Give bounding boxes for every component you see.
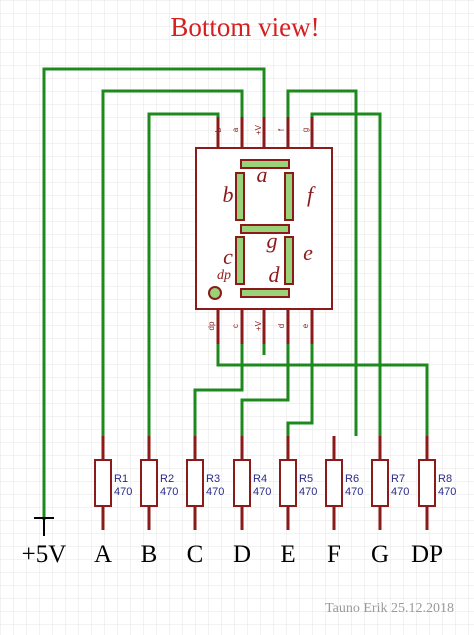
resistor-r2-value: 470 (160, 486, 178, 498)
resistor-r1-value: 470 (114, 486, 132, 498)
wire-A (101, 89, 244, 436)
segment-label-a: a (257, 162, 268, 187)
resistor-r5-value: 470 (299, 486, 317, 498)
resistor-r4: R4 470 (233, 436, 271, 530)
resistor-r1-ref: R1 (114, 473, 128, 485)
resistor-r7-ref: R7 (391, 473, 405, 485)
resistor-r7-value: 470 (391, 486, 409, 498)
terminal-label-a: A (94, 541, 112, 568)
segment-labels: a b c d e f g (223, 162, 316, 287)
resistor-r4-ref: R4 (253, 473, 267, 485)
terminal-label-dp: DP (411, 541, 443, 568)
resistor-r2-ref: R2 (160, 473, 174, 485)
resistor-r5: R5 470 (279, 436, 317, 530)
segment-a (240, 159, 290, 169)
resistor-r7: R7 470 (371, 436, 409, 530)
wire-E (286, 344, 314, 436)
dp-dot (208, 286, 222, 300)
dp-label: dp (217, 268, 231, 283)
segment-label-d: d (269, 262, 281, 287)
terminal-label-g: G (371, 541, 389, 568)
wire-F (286, 89, 358, 436)
terminal-label-e: E (280, 541, 295, 568)
resistor-r6-ref: R6 (345, 473, 359, 485)
supply-terminal (34, 517, 54, 536)
wire-plus5v (42, 67, 266, 520)
resistor-r3: R3 470 (186, 436, 224, 530)
credit: Tauno Erik 25.12.2018 (325, 601, 454, 616)
wire-D (240, 344, 290, 436)
segment-label-e: e (303, 240, 313, 265)
segment-c (235, 236, 245, 285)
wire-DP (216, 344, 429, 436)
pin-label-top-g: g (301, 128, 310, 132)
wires (42, 67, 429, 520)
pin-stubs (216, 117, 314, 344)
resistor-r6: R6 470 (325, 436, 363, 530)
segment-e (284, 236, 294, 285)
pin-label-top-vplus: +V (254, 124, 263, 135)
terminal-labels: +5V A B C D E F G DP (22, 541, 443, 568)
segment-f (284, 172, 294, 221)
title: Bottom view! (170, 12, 319, 42)
terminal-label-d: D (233, 541, 251, 568)
resistor-r8-value: 470 (438, 486, 456, 498)
pin-label-bottom-e: e (301, 323, 310, 328)
resistor-r3-value: 470 (206, 486, 224, 498)
pin-label-top-f: f (277, 128, 286, 131)
segment-label-g: g (267, 228, 278, 253)
resistor-r6-value: 470 (345, 486, 363, 498)
segment-d (240, 288, 290, 298)
segment-b (235, 172, 245, 221)
resistor-r8-ref: R8 (438, 473, 452, 485)
pin-label-bottom-dp: dp (207, 321, 216, 330)
pin-label-bottom-d: d (277, 324, 286, 328)
wire-C (193, 344, 244, 436)
terminal-label-plus5v: +5V (22, 541, 67, 568)
segments (235, 159, 294, 298)
resistor-r3-ref: R3 (206, 473, 220, 485)
wire-B (147, 112, 220, 436)
wire-G (310, 112, 382, 436)
resistor-r2: R2 470 (140, 436, 178, 530)
terminal-label-b: B (141, 541, 158, 568)
pin-label-bottom-c: c (231, 324, 240, 328)
pin-labels: b a +V f g dp c +V d e (207, 124, 310, 331)
resistor-r1: R1 470 (94, 436, 132, 530)
resistor-r4-value: 470 (253, 486, 271, 498)
resistor-r8: R8 470 (418, 436, 456, 530)
pin-label-bottom-vplus: +V (254, 320, 263, 331)
resistor-r5-ref: R5 (299, 473, 313, 485)
segment-label-b: b (223, 182, 234, 207)
terminal-label-c: C (187, 541, 204, 568)
segment-label-f: f (307, 182, 316, 207)
segment-label-c: c (223, 244, 233, 269)
segment-g (240, 224, 290, 234)
pin-label-top-a: a (231, 127, 240, 132)
terminal-label-f: F (327, 541, 341, 568)
pin-label-top-b: b (214, 127, 223, 132)
